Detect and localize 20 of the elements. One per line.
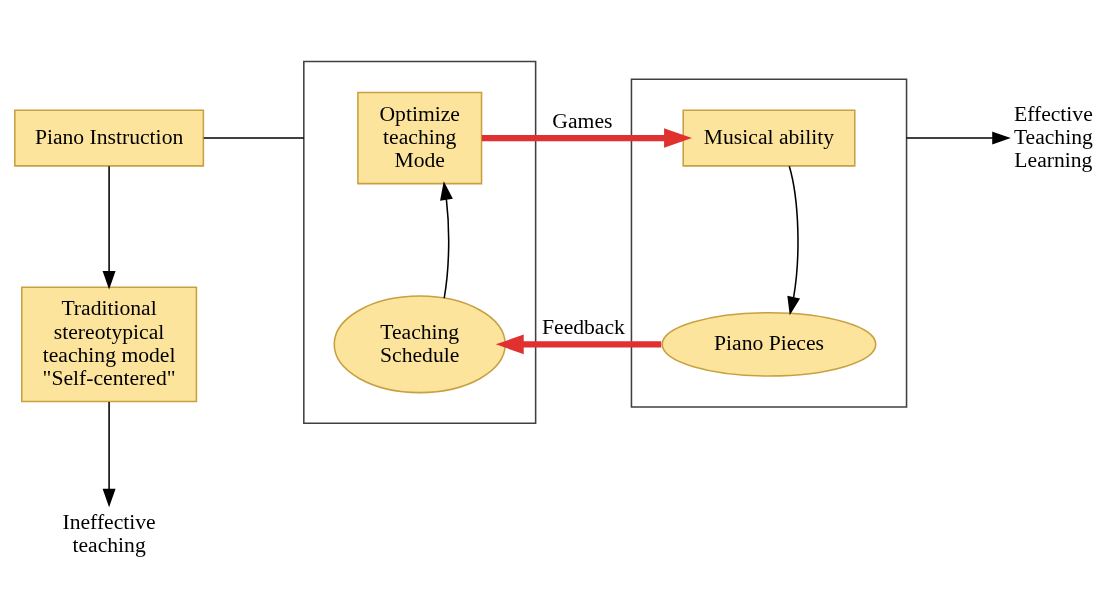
node-text: Ineffective teaching [62, 509, 156, 557]
node-box: Traditional stereotypical teaching model "Self-centered" [21, 285, 198, 402]
node-ellipse: Piano Pieces [661, 311, 877, 377]
connector [202, 136, 305, 139]
cluster [303, 60, 537, 424]
edge-label: Feedback [542, 314, 625, 339]
cluster [630, 78, 908, 408]
arrow [495, 334, 662, 354]
arrow [905, 131, 1011, 145]
node-box: Musical ability [682, 108, 856, 167]
arrow [481, 127, 692, 148]
arrow [787, 164, 801, 315]
arrow [102, 400, 116, 507]
edge-label: Games [552, 108, 613, 133]
node-text: Effective Teaching Learning [1013, 101, 1093, 172]
node-box: Piano Instruction [14, 108, 205, 167]
arrow [440, 180, 453, 299]
node-ellipse: Teaching Schedule [333, 294, 506, 393]
node-box: Optimize teaching Mode [357, 91, 483, 184]
arrow [102, 164, 116, 289]
